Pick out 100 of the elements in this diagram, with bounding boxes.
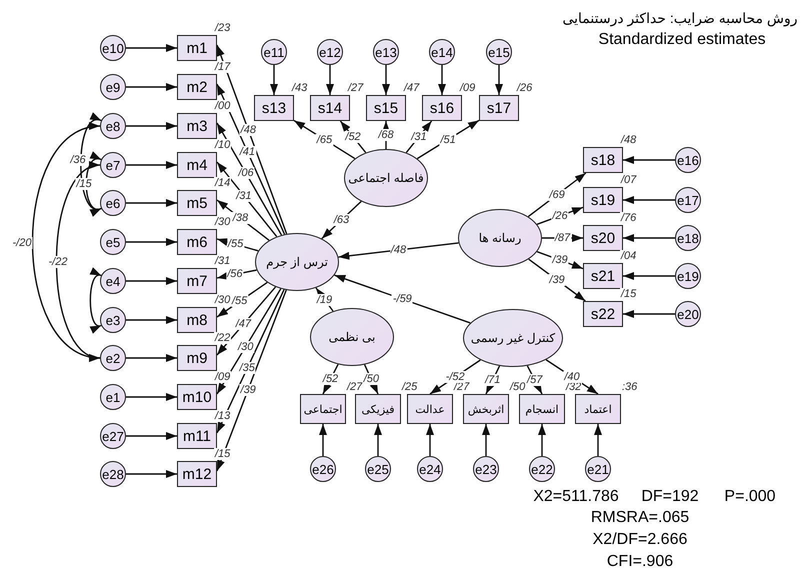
error-circle: e18	[675, 225, 701, 251]
arrow	[334, 274, 470, 324]
squared-correlation: /17	[214, 61, 232, 73]
edge-label: /39	[551, 254, 569, 266]
error-circle: e3	[100, 307, 126, 333]
indicator-box: s15	[366, 95, 406, 121]
arrow	[126, 432, 177, 440]
squared-correlation: /27	[347, 82, 364, 94]
edge-label: /71	[484, 374, 502, 386]
arrow	[319, 424, 327, 456]
edge-label: /36	[69, 154, 87, 166]
arrow	[216, 289, 285, 434]
indicator-box: m1	[177, 35, 217, 61]
heading-text: Standardized estimates	[598, 31, 766, 49]
indicator-box: s16	[422, 95, 462, 121]
arrow	[216, 288, 282, 394]
edge-label: /30	[237, 340, 254, 353]
edge-label: /65	[316, 134, 334, 146]
arrow	[426, 424, 434, 456]
indicator-box: s21	[583, 263, 623, 289]
edge-label: /63	[332, 214, 350, 226]
arrow	[126, 238, 177, 246]
indicator-box: m9	[177, 345, 217, 371]
arrow	[216, 44, 288, 234]
error-circle: e1	[100, 384, 126, 410]
error-circle: e15	[486, 39, 512, 65]
error-circle: e8	[100, 113, 126, 139]
edge-label: /41	[238, 146, 256, 158]
arrow	[216, 84, 286, 235]
squared-correlation: /00	[214, 100, 232, 112]
indicator-box: s22	[583, 301, 623, 327]
edge-label: /51	[439, 134, 457, 146]
arrow	[326, 65, 334, 95]
edge-label: /26	[551, 210, 569, 222]
indicator-box: m7	[177, 268, 217, 294]
edge-label: /57	[526, 374, 544, 386]
edge-label: /55	[226, 238, 244, 250]
squared-correlation: /10	[214, 139, 232, 151]
error-circle: e21	[585, 456, 611, 482]
arrow	[86, 154, 102, 214]
squared-correlation: /50	[509, 381, 526, 393]
edge-label: /87	[554, 232, 572, 244]
indicator-box: اثربخش	[463, 394, 509, 424]
error-circle: e16	[675, 147, 701, 173]
indicator-box: s13	[254, 95, 294, 121]
edge-label: /39	[548, 274, 566, 286]
edge-label: /38	[232, 212, 250, 224]
arrow	[126, 277, 177, 285]
arrow	[90, 270, 102, 330]
arrow	[126, 316, 177, 324]
error-circle: e7	[100, 152, 126, 178]
squared-correlation: /09	[459, 82, 476, 94]
squared-correlation: /09	[214, 371, 232, 383]
arrow	[126, 393, 177, 401]
edge-label: /19	[316, 294, 334, 306]
error-circle: e28	[100, 461, 126, 487]
indicator-box: m5	[177, 190, 217, 216]
edge-label: -/20	[12, 237, 32, 249]
arrow	[594, 424, 602, 456]
squared-correlation: /13	[214, 410, 232, 422]
squared-correlation: /07	[620, 174, 638, 186]
indicator-box: فیزیکی	[355, 394, 401, 424]
error-circle: e24	[417, 456, 443, 482]
arrow	[126, 83, 177, 91]
latent-ellipse: رسانه ها	[458, 209, 542, 267]
edge-label: /52	[344, 130, 362, 143]
arrow	[338, 242, 459, 260]
error-circle: e17	[675, 187, 701, 213]
arrow	[482, 424, 490, 456]
indicator-box: m8	[177, 307, 217, 333]
squared-correlation: /27	[346, 381, 364, 393]
latent-ellipse: کنترل غیر رسمی	[463, 309, 563, 367]
indicator-box: m2	[177, 74, 217, 100]
arrow	[216, 162, 278, 238]
error-circle: e22	[529, 456, 555, 482]
fit-statistic: X2=511.786	[533, 488, 619, 506]
arrow	[623, 310, 675, 318]
edge-label: /68	[377, 129, 395, 141]
error-circle: e2	[100, 345, 126, 371]
squared-correlation: :36	[621, 381, 638, 393]
arrow	[623, 156, 675, 164]
edge-label: /40	[563, 370, 581, 383]
indicator-box: اجتماعی	[300, 394, 346, 424]
indicator-box: عدالت	[407, 394, 453, 424]
indicator-box: s14	[310, 95, 350, 121]
indicator-box: s17	[479, 95, 519, 121]
indicator-box: s19	[583, 187, 623, 213]
arrow	[430, 359, 481, 395]
error-circle: e12	[317, 39, 343, 65]
error-circle: e6	[100, 190, 126, 216]
edge-label: /39	[240, 384, 257, 396]
error-circle: e10	[100, 35, 126, 61]
indicator-box: انسجام	[519, 394, 565, 424]
squared-correlation: /48	[620, 134, 638, 146]
squared-correlation: /76	[620, 212, 638, 224]
squared-correlation: /23	[214, 22, 232, 34]
arrow	[216, 286, 276, 356]
edge-label: -/52	[444, 370, 466, 383]
fit-statistic: X2/DF=2.666	[592, 531, 688, 549]
error-circle: e20	[675, 301, 701, 327]
